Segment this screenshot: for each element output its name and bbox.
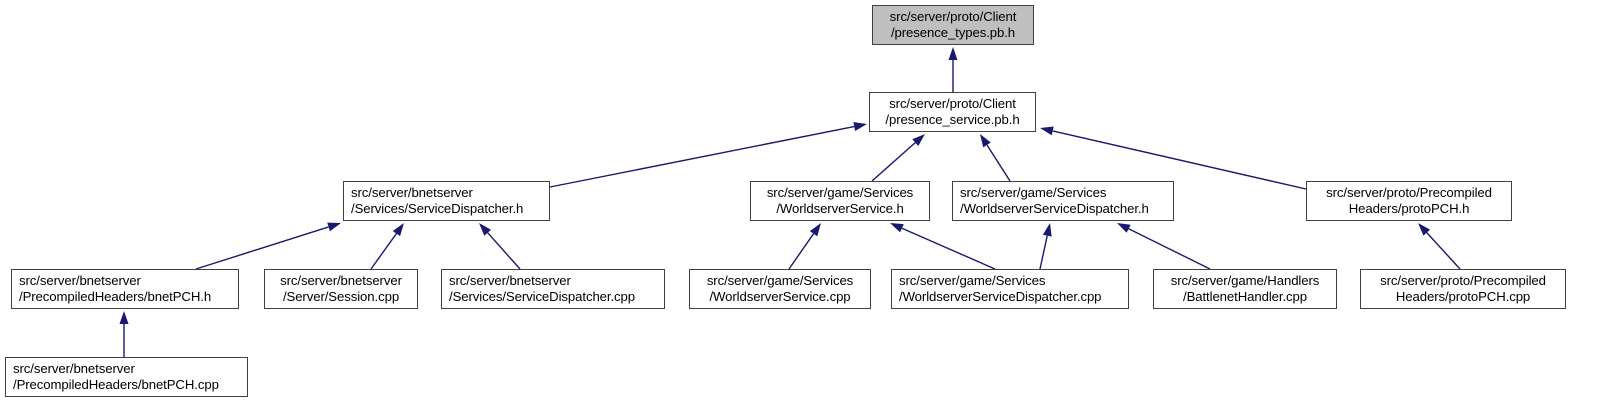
- node-label-line1: src/server/proto/Precompiled: [1326, 184, 1492, 200]
- node-label-line2: /presence_service.pb.h: [885, 112, 1020, 127]
- graph-edge-worldserver_service_h-to-presence_service_h: [871, 134, 925, 182]
- graph-edge-worldserver_service_dispatcher_cpp-to-worldserver_service_h: [890, 223, 996, 270]
- graph-edge-service_dispatcher_cpp-to-service_dispatcher_h: [479, 223, 521, 270]
- node-label-line1: src/server/proto/Precompiled: [1380, 272, 1546, 288]
- graph-node-session_cpp[interactable]: src/server/bnetserver/Server/Session.cpp: [264, 269, 418, 309]
- edge-line: [1039, 235, 1048, 270]
- graph-edge-worldserver_service_cpp-to-worldserver_service_h: [788, 223, 821, 270]
- edge-line: [549, 125, 855, 188]
- node-label-line1: src/server/proto/Client: [889, 95, 1016, 111]
- graph-node-worldserver_service_h[interactable]: src/server/game/Services/WorldserverServ…: [750, 181, 930, 221]
- node-label-line2: Headers/protoPCH.cpp: [1395, 289, 1531, 304]
- graph-edge-worldserver_service_dispatcher_cpp-to-worldserver_service_dispatcher_h: [1039, 223, 1052, 270]
- graph-node-presence_types_h[interactable]: src/server/proto/Client/presence_types.p…: [872, 5, 1034, 45]
- node-label-line2: /WorldserverService.cpp: [709, 289, 851, 304]
- graph-edge-session_cpp-to-service_dispatcher_h: [370, 223, 404, 270]
- graph-node-service_dispatcher_h[interactable]: src/server/bnetserver/Services/ServiceDi…: [343, 181, 550, 221]
- node-label-line2: /WorldserverServiceDispatcher.h: [960, 201, 1149, 216]
- edge-arrowhead-icon: [479, 223, 492, 236]
- edge-arrowhead-icon: [853, 122, 867, 131]
- node-label-line2: /PrecompiledHeaders/bnetPCH.h: [19, 289, 212, 304]
- edge-arrowhead-icon: [119, 311, 129, 324]
- graph-edge-presence_service_h-to-presence_types_h: [948, 47, 958, 92]
- edge-arrowhead-icon: [980, 134, 991, 148]
- edge-arrowhead-icon: [890, 223, 904, 233]
- node-label-line2: /WorldserverService.h: [776, 201, 904, 216]
- graph-node-bnet_pch_cpp[interactable]: src/server/bnetserver/PrecompiledHeaders…: [5, 357, 248, 397]
- edge-arrowhead-icon: [327, 222, 341, 232]
- node-label-line2: /PrecompiledHeaders/bnetPCH.cpp: [13, 377, 219, 392]
- graph-node-worldserver_service_dispatcher_h[interactable]: src/server/game/Services/WorldserverServ…: [952, 181, 1174, 221]
- node-label-line1: src/server/game/Services: [899, 272, 1046, 288]
- graph-edge-bnet_pch_h-to-service_dispatcher_h: [195, 222, 341, 270]
- graph-edge-battlenet_handler_cpp-to-worldserver_service_dispatcher_h: [1117, 223, 1211, 270]
- edge-line: [788, 233, 815, 270]
- graph-edge-worldserver_service_dispatcher_h-to-presence_service_h: [980, 134, 1011, 182]
- node-label-line2: Headers/protoPCH.h: [1348, 201, 1470, 216]
- edge-line: [986, 144, 1011, 182]
- edge-arrowhead-icon: [1418, 223, 1431, 236]
- graph-edge-proto_pch_h-to-presence_service_h: [1040, 126, 1307, 190]
- edge-arrowhead-icon: [948, 47, 958, 60]
- edge-arrowhead-icon: [912, 134, 925, 146]
- node-label-line2: /WorldserverServiceDispatcher.cpp: [899, 289, 1102, 304]
- node-label-line1: src/server/game/Handlers: [1170, 272, 1320, 288]
- node-label-line1: src/server/proto/Client: [889, 8, 1017, 24]
- node-label-line1: src/server/bnetserver: [280, 272, 402, 288]
- edge-line: [871, 142, 916, 182]
- edge-line: [195, 226, 329, 270]
- edge-line: [487, 232, 521, 270]
- node-label-line2: /Services/ServiceDispatcher.h: [351, 201, 524, 216]
- edge-line: [1426, 232, 1461, 270]
- edge-line: [1128, 228, 1211, 270]
- graph-edge-service_dispatcher_h-to-presence_service_h: [549, 122, 867, 188]
- graph-edge-proto_pch_cpp-to-proto_pch_h: [1418, 223, 1461, 270]
- edge-arrowhead-icon: [1042, 223, 1052, 237]
- edge-arrowhead-icon: [1040, 126, 1054, 136]
- node-label-line2: /presence_types.pb.h: [890, 25, 1016, 40]
- graph-edge-bnet_pch_cpp-to-bnet_pch_h: [119, 311, 129, 357]
- edge-arrowhead-icon: [809, 223, 821, 237]
- node-label-line1: src/server/bnetserver: [449, 272, 571, 288]
- edge-line: [1052, 130, 1307, 190]
- graph-node-worldserver_service_dispatcher_cpp[interactable]: src/server/game/Services/WorldserverServ…: [891, 269, 1129, 309]
- edge-arrowhead-icon: [392, 223, 404, 237]
- edge-line: [901, 227, 996, 270]
- node-label-line2: /Services/ServiceDispatcher.cpp: [449, 289, 635, 304]
- node-label-line1: src/server/game/Services: [706, 272, 854, 288]
- node-label-line1: src/server/bnetserver: [351, 184, 473, 200]
- node-label-line1: src/server/game/Services: [766, 184, 914, 200]
- graph-node-presence_service_h[interactable]: src/server/proto/Client/presence_service…: [869, 92, 1036, 132]
- node-label-line2: /Server/Session.cpp: [282, 289, 400, 304]
- node-label-line2: /BattlenetHandler.cpp: [1183, 289, 1307, 304]
- graph-node-bnet_pch_h[interactable]: src/server/bnetserver/PrecompiledHeaders…: [11, 269, 239, 309]
- graph-node-battlenet_handler_cpp[interactable]: src/server/game/Handlers/BattlenetHandle…: [1153, 269, 1337, 309]
- node-label-line1: src/server/bnetserver: [13, 360, 135, 376]
- edge-arrowhead-icon: [1117, 223, 1131, 233]
- node-label-line1: src/server/game/Services: [960, 184, 1107, 200]
- node-label-line1: src/server/bnetserver: [19, 272, 141, 288]
- graph-node-service_dispatcher_cpp[interactable]: src/server/bnetserver/Services/ServiceDi…: [441, 269, 665, 309]
- graph-node-worldserver_service_cpp[interactable]: src/server/game/Services/WorldserverServ…: [689, 269, 871, 309]
- edge-line: [370, 233, 397, 270]
